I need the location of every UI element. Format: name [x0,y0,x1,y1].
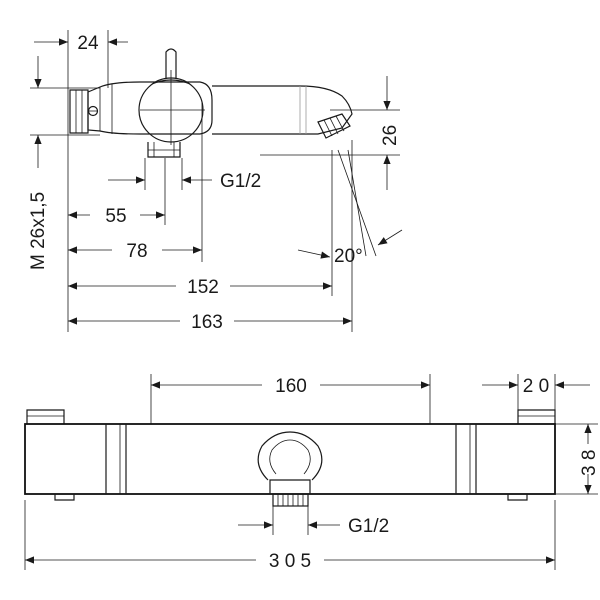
dim-label-78: 78 [126,241,147,262]
dim-label-angle: 20° [334,246,363,267]
dim-label-55: 55 [105,206,126,227]
dim-label-163: 163 [191,312,223,333]
dim-label-152: 152 [187,277,219,298]
dim-g12-front: G1/2 [238,516,389,537]
front-bar-body [24,409,556,501]
dim-label-305: 3 0 5 [269,551,311,572]
dim-label-20: 2 0 [523,376,549,397]
dim-24: 24 [34,33,128,54]
dim-angle: 20° [297,229,403,267]
dim-38: 3 8 [579,424,600,494]
side-spout [212,85,353,139]
dim-160: 160 [151,376,430,397]
front-center-outlet [257,431,323,507]
dim-g12-side: G1/2 [108,171,261,192]
dim-78: 78 [68,241,202,262]
dim-20: 2 0 [482,376,590,397]
dim-26: 26 [380,76,401,190]
dim-label-g12-side: G1/2 [220,171,261,192]
dim-label-24: 24 [77,33,99,54]
dim-label-26: 26 [380,125,401,146]
front-extension-lines [24,374,598,570]
dim-thread: M 26x1,5 [28,56,49,270]
dim-152: 152 [68,277,332,298]
front-view: 160 2 0 3 8 G1/2 3 0 5 [24,374,600,572]
dim-label-160: 160 [275,376,307,397]
dim-label-g12-front: G1/2 [348,516,389,537]
dim-163: 163 [68,312,352,333]
dim-305: 3 0 5 [25,551,555,572]
side-view: 24 M 26x1,5 G1/2 55 78 [28,30,403,333]
dim-label-38: 3 8 [579,450,600,476]
dim-55: 55 [68,206,165,227]
dim-label-thread: M 26x1,5 [28,192,49,270]
side-extension-lines [30,30,400,332]
side-valve-body [69,48,213,158]
